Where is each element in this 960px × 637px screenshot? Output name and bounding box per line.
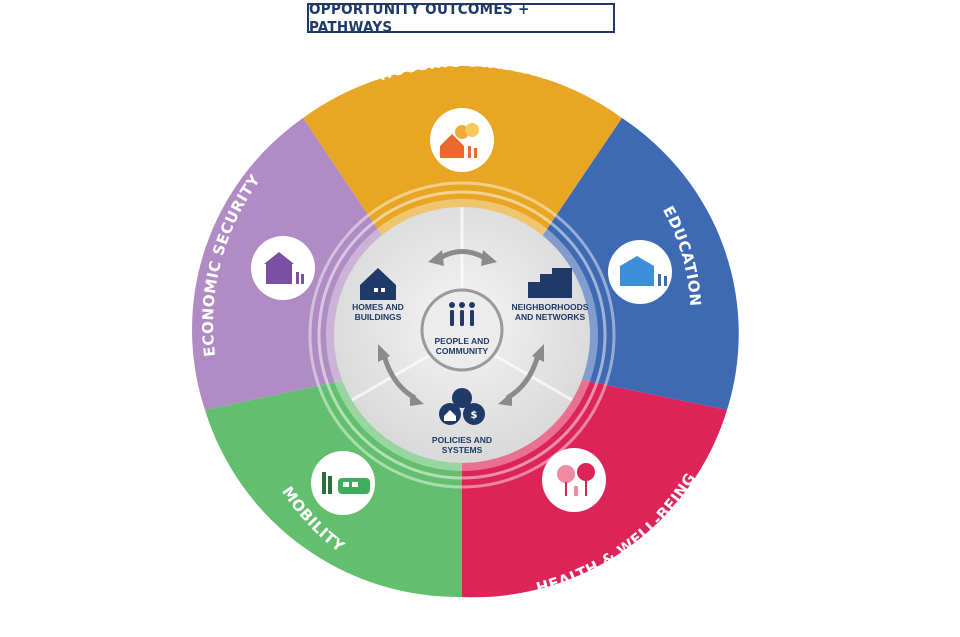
mobility-icon-badge bbox=[311, 451, 375, 515]
arrow-head-policies-right bbox=[498, 392, 512, 406]
page-title: OPPORTUNITY OUTCOMES + PATHWAYS bbox=[307, 0, 615, 36]
homes-label-2: BUILDINGS bbox=[355, 312, 402, 322]
people-icon bbox=[449, 302, 475, 326]
ring-outer bbox=[308, 181, 616, 489]
people-label-2: COMMUNITY bbox=[436, 346, 489, 356]
arrow-head-neighborhoods bbox=[532, 344, 544, 362]
housing-icon-badge bbox=[430, 108, 494, 172]
home-icon bbox=[360, 268, 396, 300]
city-buildings-icon bbox=[528, 268, 572, 298]
ring-mid bbox=[317, 190, 607, 480]
arrow-head-right bbox=[481, 250, 497, 266]
policies-label-1: POLICIES AND bbox=[432, 435, 492, 445]
policies-label-2: SYSTEMS bbox=[442, 445, 483, 455]
neighborhoods-label-1: NEIGHBORHOODS bbox=[512, 302, 589, 312]
svg-text:$: $ bbox=[471, 410, 478, 421]
education-icon-badge bbox=[608, 240, 672, 304]
policies-drops-icon: $ bbox=[439, 388, 485, 425]
neighborhoods-label-2: AND NETWORKS bbox=[515, 312, 586, 322]
economic-icon-badge bbox=[251, 236, 315, 300]
homes-label-1: HOMES AND bbox=[352, 302, 404, 312]
center-circle bbox=[420, 288, 504, 372]
arrow-head-left bbox=[428, 250, 444, 266]
health-icon-badge bbox=[542, 448, 606, 512]
arrow-head-homes bbox=[378, 344, 390, 362]
arrow-head-policies-left bbox=[410, 392, 424, 406]
people-label-1: PEOPLE AND bbox=[435, 336, 490, 346]
